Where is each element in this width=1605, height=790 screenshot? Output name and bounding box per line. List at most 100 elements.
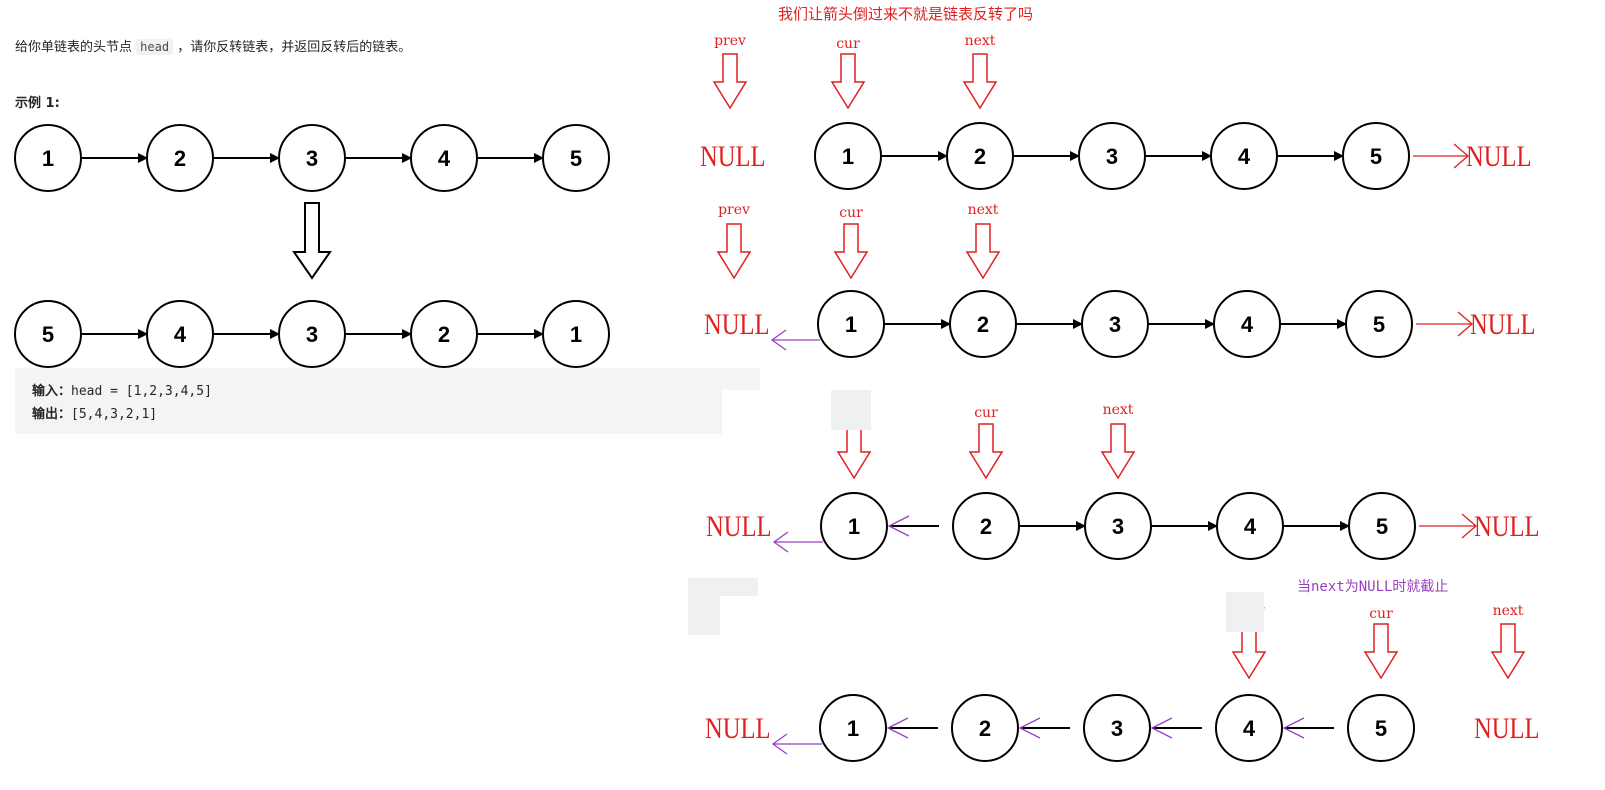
pointer-label: prev	[718, 202, 750, 218]
null-label: NULL	[704, 308, 770, 341]
node-value: 2	[438, 322, 450, 347]
input-label: 输入：	[32, 384, 72, 399]
pointer-label: cur	[974, 405, 998, 421]
pointer-arrow	[965, 223, 1001, 280]
reversed-link-head	[1150, 717, 1173, 739]
node-value: 5	[570, 146, 582, 171]
null-pointer-head	[1453, 143, 1469, 169]
node-value: 3	[306, 322, 318, 347]
node-value: 1	[845, 312, 857, 337]
head-code: head	[136, 39, 174, 55]
node-value: 3	[306, 146, 318, 171]
pointer-arrow	[836, 423, 872, 480]
node-value: 5	[1373, 312, 1385, 337]
output-value: [5,4,3,2,1]	[71, 407, 158, 422]
transform-arrow	[292, 202, 332, 280]
pointer-label: prev	[714, 33, 746, 49]
pointer-label: next	[965, 33, 996, 49]
node-value: 1	[842, 144, 854, 169]
node-value: 1	[848, 514, 860, 539]
node-value: 5	[42, 322, 54, 347]
pointer-label: cur	[839, 205, 863, 221]
grey-block-cut	[720, 596, 760, 636]
null-label: NULL	[1474, 510, 1540, 543]
null-label: NULL	[700, 140, 766, 173]
list-node	[542, 124, 610, 192]
node-value: 5	[1375, 716, 1387, 741]
node-value: 3	[1109, 312, 1121, 337]
pointer-arrow	[833, 223, 869, 280]
list-node	[1083, 694, 1151, 762]
node-value: 1	[847, 716, 859, 741]
pointer-arrow	[712, 53, 748, 110]
null-label: NULL	[706, 510, 772, 543]
null-pointer-head	[1461, 513, 1477, 539]
pointer-label: next	[1493, 603, 1524, 619]
problem-description: 给你单链表的头节点 head ，请你反转链表，并返回反转后的链表。	[15, 36, 411, 55]
node-value: 2	[174, 146, 186, 171]
input-line: 输入：head = [1,2,3,4,5]	[32, 380, 212, 399]
node-value: 4	[174, 322, 187, 347]
node-value: 2	[979, 716, 991, 741]
reverse-arrow-head	[772, 531, 789, 553]
pointer-label: next	[968, 202, 999, 218]
reverse-arrow-head	[771, 733, 788, 755]
pointer-arrow	[1100, 423, 1136, 480]
node-value: 3	[1106, 144, 1118, 169]
pointer-arrow	[962, 53, 998, 110]
io-code-block	[15, 368, 722, 434]
pointer-arrow	[1231, 623, 1267, 680]
example-diagram: 1 2 3 4 5 5 4 3 2 1	[14, 124, 610, 368]
pointer-arrow	[1363, 623, 1399, 680]
stop-condition-note: 当next为NULL时就截止	[1297, 579, 1449, 595]
list-node	[951, 694, 1019, 762]
pointer-label: cur	[836, 36, 860, 52]
prev-highlight	[1226, 592, 1264, 632]
reversed-link-head	[887, 515, 910, 537]
list-node	[1347, 694, 1415, 762]
node-value: 2	[980, 514, 992, 539]
node-value: 4	[1238, 144, 1251, 169]
node-value: 5	[1376, 514, 1388, 539]
node-value: 2	[977, 312, 989, 337]
reverse-arrow-head	[770, 329, 787, 351]
null-pointer-head	[1457, 311, 1473, 337]
null-label: NULL	[1466, 140, 1532, 173]
example-title: 示例 1:	[15, 96, 60, 111]
pointer-arrow	[1490, 623, 1526, 680]
io-code-block-ext	[722, 368, 760, 390]
list-node	[820, 492, 888, 560]
pointer-label: next	[1103, 402, 1134, 418]
output-label: 输出：	[32, 407, 72, 422]
intro-text-after: ，请你反转链表，并返回反转后的链表。	[177, 40, 412, 55]
reversed-link-head	[1018, 717, 1041, 739]
output-line: 输出：[5,4,3,2,1]	[32, 403, 157, 422]
null-label: NULL	[705, 712, 771, 745]
null-label: NULL	[1474, 712, 1540, 745]
list-node	[542, 300, 610, 368]
node-value: 2	[974, 144, 986, 169]
reversed-link-head	[1282, 717, 1305, 739]
node-value: 4	[1243, 716, 1256, 741]
node-value: 4	[1241, 312, 1254, 337]
intro-text-before: 给你单链表的头节点	[15, 40, 133, 55]
node-value: 1	[42, 146, 54, 171]
node-value: 3	[1111, 716, 1123, 741]
node-value: 4	[1244, 514, 1257, 539]
pointer-arrow	[716, 223, 752, 280]
node-value: 1	[570, 322, 582, 347]
node-value: 3	[1112, 514, 1124, 539]
prev-highlight	[831, 390, 871, 430]
pointer-label: cur	[1369, 606, 1393, 622]
explanation-title: 我们让箭头倒过来不就是链表反转了吗	[778, 5, 1034, 23]
node-value: 5	[1370, 144, 1382, 169]
null-label: NULL	[1470, 308, 1536, 341]
pointer-arrow	[968, 423, 1004, 480]
list-node	[819, 694, 887, 762]
node-value: 4	[438, 146, 451, 171]
pointer-arrow	[830, 53, 866, 110]
reversed-link-head	[886, 717, 909, 739]
list-node	[1215, 694, 1283, 762]
